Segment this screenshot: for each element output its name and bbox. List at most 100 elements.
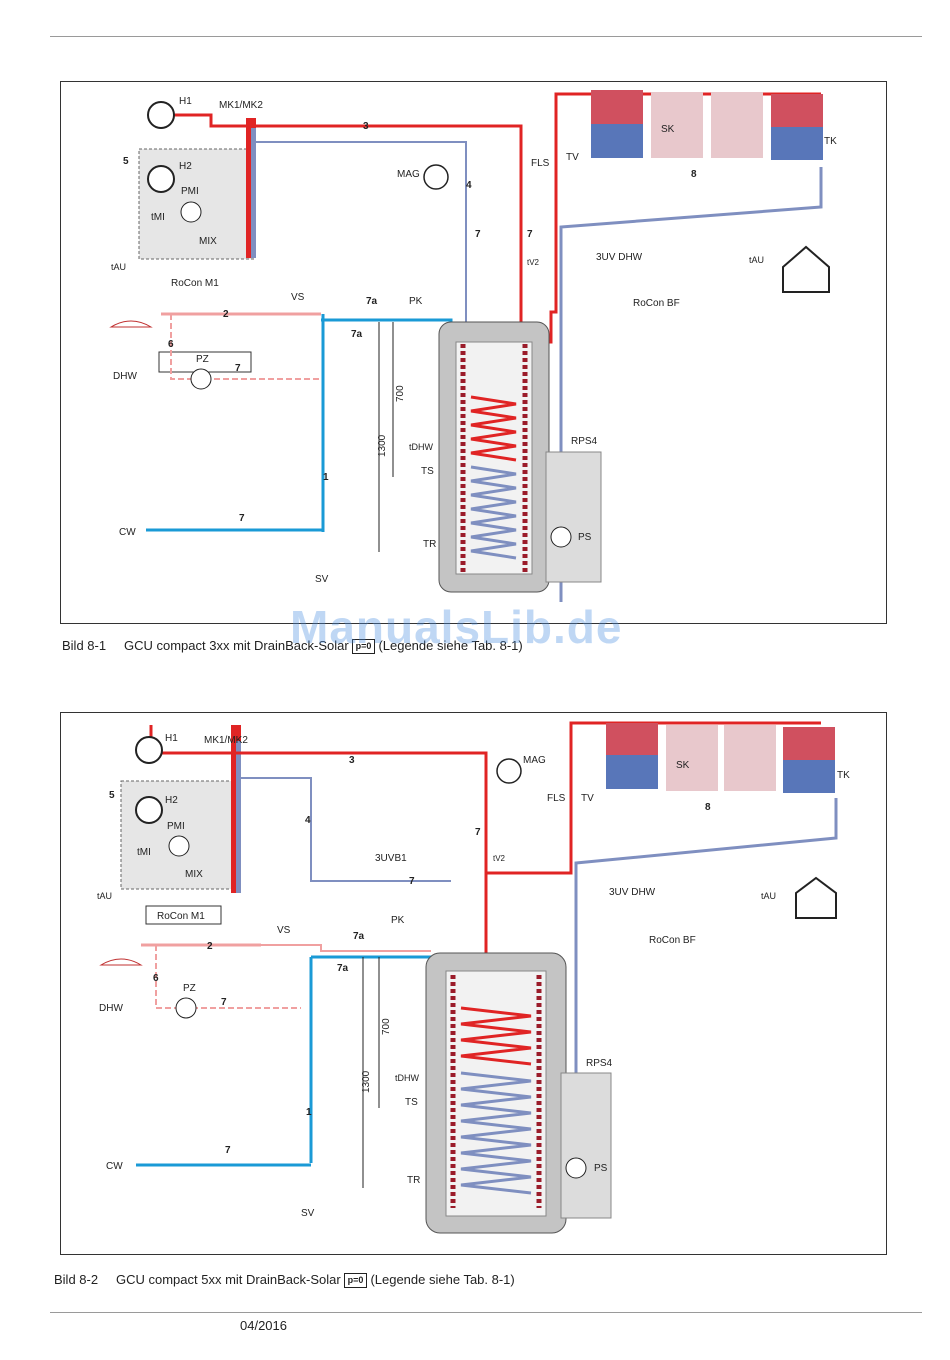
- label-7d: 7: [239, 513, 245, 524]
- hydraulic-diagram-2: H1 MK1/MK2 5 H2 PMI tMI MIX tAU RoCon M1…: [97, 721, 850, 1234]
- label-mix: MIX: [199, 236, 217, 247]
- caption-1-note: (Legende siehe Tab. 8-1): [378, 638, 523, 653]
- pump-pz-icon: [190, 368, 212, 390]
- label-7c: 7: [235, 363, 241, 374]
- pump-pmi-icon: [168, 835, 190, 857]
- label-tr: TR: [423, 539, 436, 550]
- pipe-solar-return: [559, 167, 823, 602]
- label-3uvb1: 3UVB1: [375, 853, 407, 864]
- label-7a-upper: 7a: [353, 931, 365, 942]
- label-h1: H1: [179, 96, 192, 107]
- caption-1-number: Bild 8-1: [62, 638, 107, 653]
- collector-1-lower: [591, 124, 643, 158]
- label-dhw: DHW: [113, 371, 137, 382]
- label-rps4: RPS4: [586, 1058, 613, 1069]
- label-7a-lower: 7a: [351, 329, 363, 340]
- label-dhw: DHW: [99, 1003, 123, 1014]
- label-tau-2: tAU: [749, 255, 764, 265]
- caption-2-note: (Legende siehe Tab. 8-1): [370, 1272, 515, 1287]
- label-sv: SV: [315, 574, 329, 585]
- pipe-circulation-6: [155, 945, 301, 1009]
- thermometer-h2-icon: [147, 165, 175, 193]
- label-2: 2: [223, 309, 229, 320]
- label-7a: 7: [475, 827, 481, 838]
- label-3: 3: [363, 121, 369, 132]
- label-pk: PK: [409, 296, 423, 307]
- expansion-vessel-icon: [423, 164, 449, 190]
- label-6: 6: [168, 339, 174, 350]
- label-4: 4: [305, 815, 311, 826]
- label-7a-lower: 7a: [337, 963, 349, 974]
- label-7a-upper: 7a: [366, 296, 378, 307]
- thermometer-h1-icon: [147, 101, 175, 129]
- label-pmi: PMI: [167, 821, 185, 832]
- collector-4-lower: [783, 760, 835, 793]
- label-5: 5: [123, 156, 129, 167]
- pipe-return-4: [241, 777, 451, 882]
- caption-1-badge: p=0: [351, 639, 376, 655]
- label-cw: CW: [119, 527, 136, 538]
- label-5: 5: [109, 790, 115, 801]
- pipe-dhw-out: [261, 944, 431, 952]
- heat-exchanger-hot: [470, 395, 517, 462]
- house-icon: [782, 245, 830, 293]
- header-rule: [50, 36, 922, 37]
- caption-1: Bild 8-1 GCU compact 3xx mit DrainBack-So…: [62, 638, 523, 655]
- label-1: 1: [323, 472, 329, 483]
- label-tdhw: tDHW: [395, 1073, 419, 1083]
- pump-pz-icon: [175, 997, 197, 1019]
- label-8: 8: [705, 802, 711, 813]
- label-rocon-m1: RoCon M1: [157, 911, 205, 922]
- label-ps: PS: [578, 532, 592, 543]
- label-3: 3: [349, 755, 355, 766]
- collector-3: [724, 725, 776, 791]
- label-7b: 7: [409, 876, 415, 887]
- label-h2: H2: [165, 795, 178, 806]
- heat-exchanger-hot: [460, 1006, 532, 1066]
- label-tau: tAU: [97, 891, 112, 901]
- label-tau: tAU: [111, 262, 126, 272]
- label-tv: TV: [581, 793, 594, 804]
- label-1300: 1300: [377, 434, 388, 457]
- pump-ps-icon: [565, 1157, 587, 1179]
- pump-pmi-icon: [180, 201, 202, 223]
- label-700: 700: [381, 1018, 392, 1035]
- label-700: 700: [395, 385, 406, 402]
- label-sk: SK: [676, 760, 690, 771]
- footer-date: 04/2016: [240, 1318, 287, 1333]
- label-pmi: PMI: [181, 186, 199, 197]
- label-rps4: RPS4: [571, 436, 598, 447]
- label-7b: 7: [527, 229, 533, 240]
- collector-3: [711, 92, 763, 158]
- label-vs: VS: [291, 292, 305, 303]
- collector-2: [666, 725, 718, 791]
- label-tmi: tMI: [151, 212, 165, 223]
- label-tr: TR: [407, 1175, 420, 1186]
- label-h2: H2: [179, 161, 192, 172]
- house-icon: [795, 876, 837, 919]
- caption-2-badge: p=0: [343, 1273, 368, 1289]
- label-7a: 7: [475, 229, 481, 240]
- label-pz: PZ: [183, 983, 196, 994]
- label-rocon-bf: RoCon BF: [649, 935, 696, 946]
- distributor-bar-return: [236, 741, 241, 893]
- caption-2-title: GCU compact 5xx mit DrainBack-Solar: [116, 1272, 341, 1287]
- label-7d: 7: [225, 1145, 231, 1156]
- label-7c: 7: [221, 997, 227, 1008]
- rocon-m1-box: [145, 905, 222, 925]
- collector-2: [651, 92, 703, 158]
- label-cw: CW: [106, 1161, 123, 1172]
- label-sk: SK: [661, 124, 675, 135]
- distributor-bar-return: [251, 128, 256, 258]
- label-sv: SV: [301, 1208, 315, 1219]
- diagram-frame-2: H1 MK1/MK2 5 H2 PMI tMI MIX tAU RoCon M1…: [60, 712, 887, 1255]
- label-mk: MK1/MK2: [219, 100, 263, 111]
- watermark: ManualsLib.de: [290, 601, 623, 653]
- pipe-solar-flow: [486, 721, 821, 875]
- label-mag: MAG: [523, 755, 546, 766]
- label-8: 8: [691, 169, 697, 180]
- label-mag: MAG: [397, 169, 420, 180]
- label-tv2: tV2: [527, 258, 540, 267]
- pipe-solar-return: [574, 798, 838, 1213]
- caption-1-title: GCU compact 3xx mit DrainBack-Solar: [124, 638, 349, 653]
